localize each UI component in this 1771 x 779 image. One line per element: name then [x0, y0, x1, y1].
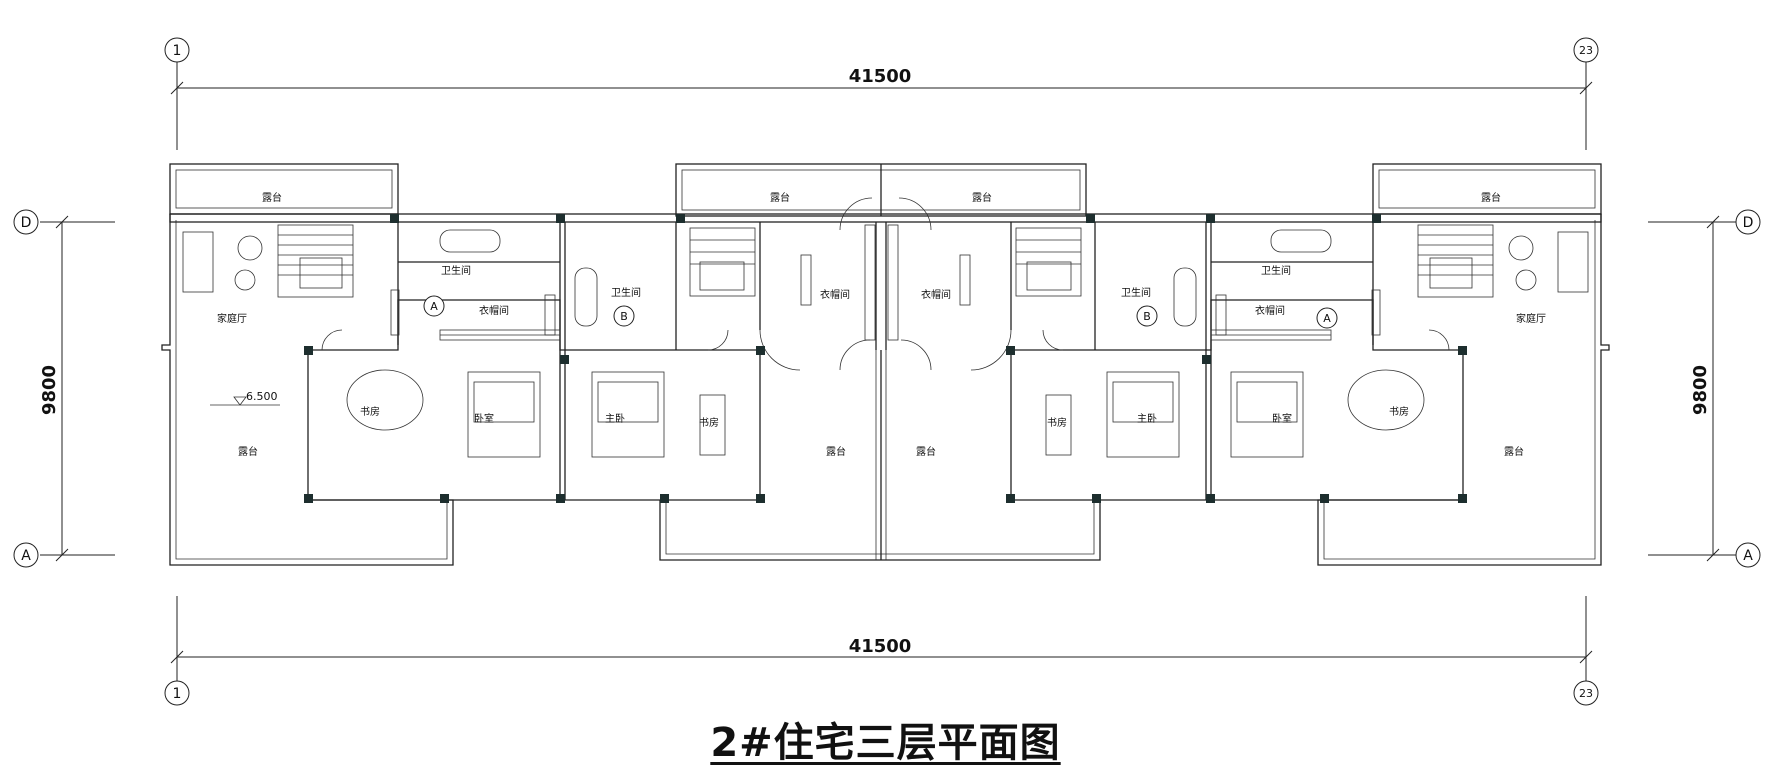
svg-text:A: A: [1743, 548, 1753, 564]
label-terrace-top-center-right: 露台: [972, 191, 992, 204]
label-master-left: 主卧: [605, 412, 625, 425]
axis-bubble-1-bottom: 1: [164, 680, 190, 706]
unit-marker-b-right: B: [1136, 305, 1158, 327]
label-study-4: 书房: [1389, 405, 1409, 418]
stair-center-right: [1015, 227, 1082, 297]
level-mark: 6.500: [210, 390, 280, 406]
label-terrace-top-right: 露台: [1481, 191, 1501, 204]
unit-marker-a-right: A: [1316, 307, 1338, 329]
axis-bubble-d-left: D: [13, 209, 39, 235]
axis-bubble-a-right: A: [1735, 542, 1761, 568]
label-study-2: 书房: [699, 416, 719, 429]
structural-columns: [304, 214, 1467, 503]
stair-left: [277, 224, 354, 298]
svg-text:D: D: [21, 215, 32, 231]
bottom-dimension: 41500: [849, 636, 912, 657]
label-terrace-left: 露台: [238, 445, 258, 458]
label-family-room-left: 家庭厅: [217, 312, 247, 325]
label-study-3: 书房: [1047, 416, 1067, 429]
room-labels: 露台 露台 露台 露台 卫生间 卫生间 卫生间 卫生间 衣帽间 衣帽间 衣帽间 …: [217, 191, 1546, 458]
drawing-title: 2#住宅三层平面图: [0, 710, 1771, 768]
svg-text:A: A: [1323, 312, 1331, 325]
label-master-right: 主卧: [1137, 412, 1157, 425]
label-bathroom-2: 卫生间: [611, 286, 641, 299]
svg-text:1: 1: [173, 43, 182, 59]
stair-center-left: [689, 227, 756, 297]
building-outline: [161, 163, 1610, 566]
label-bathroom-1: 卫生间: [441, 264, 471, 277]
unit-marker-b-left: B: [613, 305, 635, 327]
label-terrace-top-center-left: 露台: [770, 191, 790, 204]
right-dimension: 9800: [1690, 365, 1711, 415]
svg-text:A: A: [21, 548, 31, 564]
label-closet-2: 衣帽间: [820, 288, 850, 301]
label-bathroom-4: 卫生间: [1261, 264, 1291, 277]
label-study-1: 书房: [360, 405, 380, 418]
stair-right: [1417, 224, 1494, 298]
axis-bubble-a-left: A: [13, 542, 39, 568]
svg-text:1: 1: [173, 686, 182, 702]
bed-right-b: [1106, 371, 1180, 458]
label-closet-1: 衣帽间: [479, 304, 509, 317]
label-bathroom-3: 卫生间: [1121, 286, 1151, 299]
svg-text:A: A: [430, 300, 438, 313]
axis-bubble-23-bottom: 23: [1573, 680, 1599, 706]
label-closet-4: 衣帽间: [1255, 304, 1285, 317]
bed-left-a: [467, 371, 541, 458]
axis-bubble-d-right: D: [1735, 209, 1761, 235]
svg-text:B: B: [620, 310, 628, 323]
label-bedroom-left: 卧室: [474, 412, 494, 425]
label-terrace-center-left: 露台: [826, 445, 846, 458]
label-bedroom-right: 卧室: [1272, 412, 1292, 425]
left-dimension: 9800: [39, 365, 60, 415]
svg-text:23: 23: [1579, 44, 1593, 57]
svg-text:23: 23: [1579, 687, 1593, 700]
drawing-title-text: 2#住宅三层平面图: [710, 720, 1061, 766]
bed-right-a: [1230, 371, 1304, 458]
top-dimension: 41500: [849, 66, 912, 87]
svg-text:D: D: [1743, 215, 1754, 231]
dimension-lines: [40, 55, 1736, 690]
label-terrace-right: 露台: [1504, 445, 1524, 458]
label-terrace-top-left: 露台: [262, 191, 282, 204]
svg-text:6.500: 6.500: [246, 390, 278, 403]
svg-text:B: B: [1143, 310, 1151, 323]
label-family-room-right: 家庭厅: [1516, 312, 1546, 325]
axis-bubble-23-top: 23: [1573, 37, 1599, 63]
label-terrace-center-right: 露台: [916, 445, 936, 458]
bed-left-b: [591, 371, 665, 458]
unit-marker-a-left: A: [423, 295, 445, 317]
label-closet-3: 衣帽间: [921, 288, 951, 301]
axis-bubble-1-top: 1: [164, 37, 190, 63]
